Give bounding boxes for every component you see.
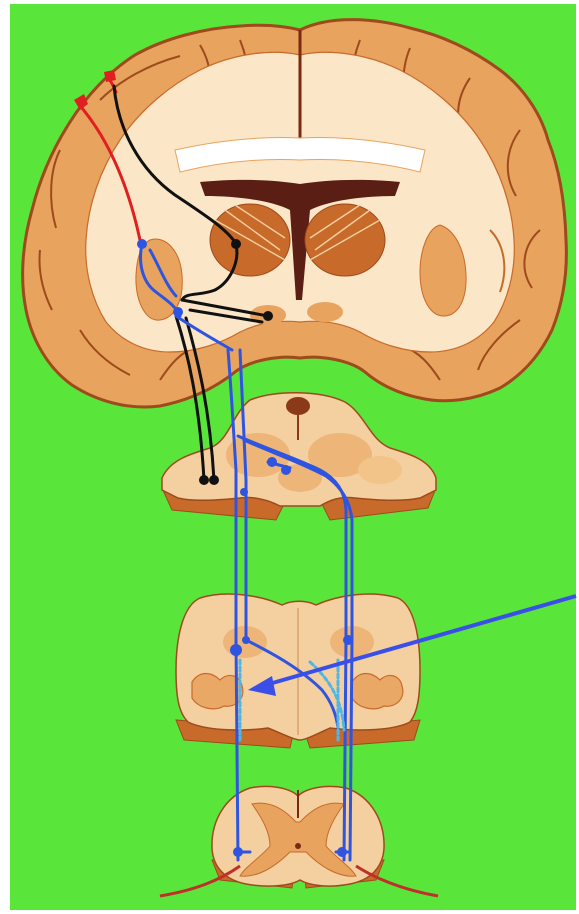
brain-coronal-section (23, 20, 567, 407)
cerebral-aqueduct (286, 397, 310, 415)
subthalamic-nucleus (307, 302, 343, 322)
inferior-olive-right (352, 674, 403, 709)
